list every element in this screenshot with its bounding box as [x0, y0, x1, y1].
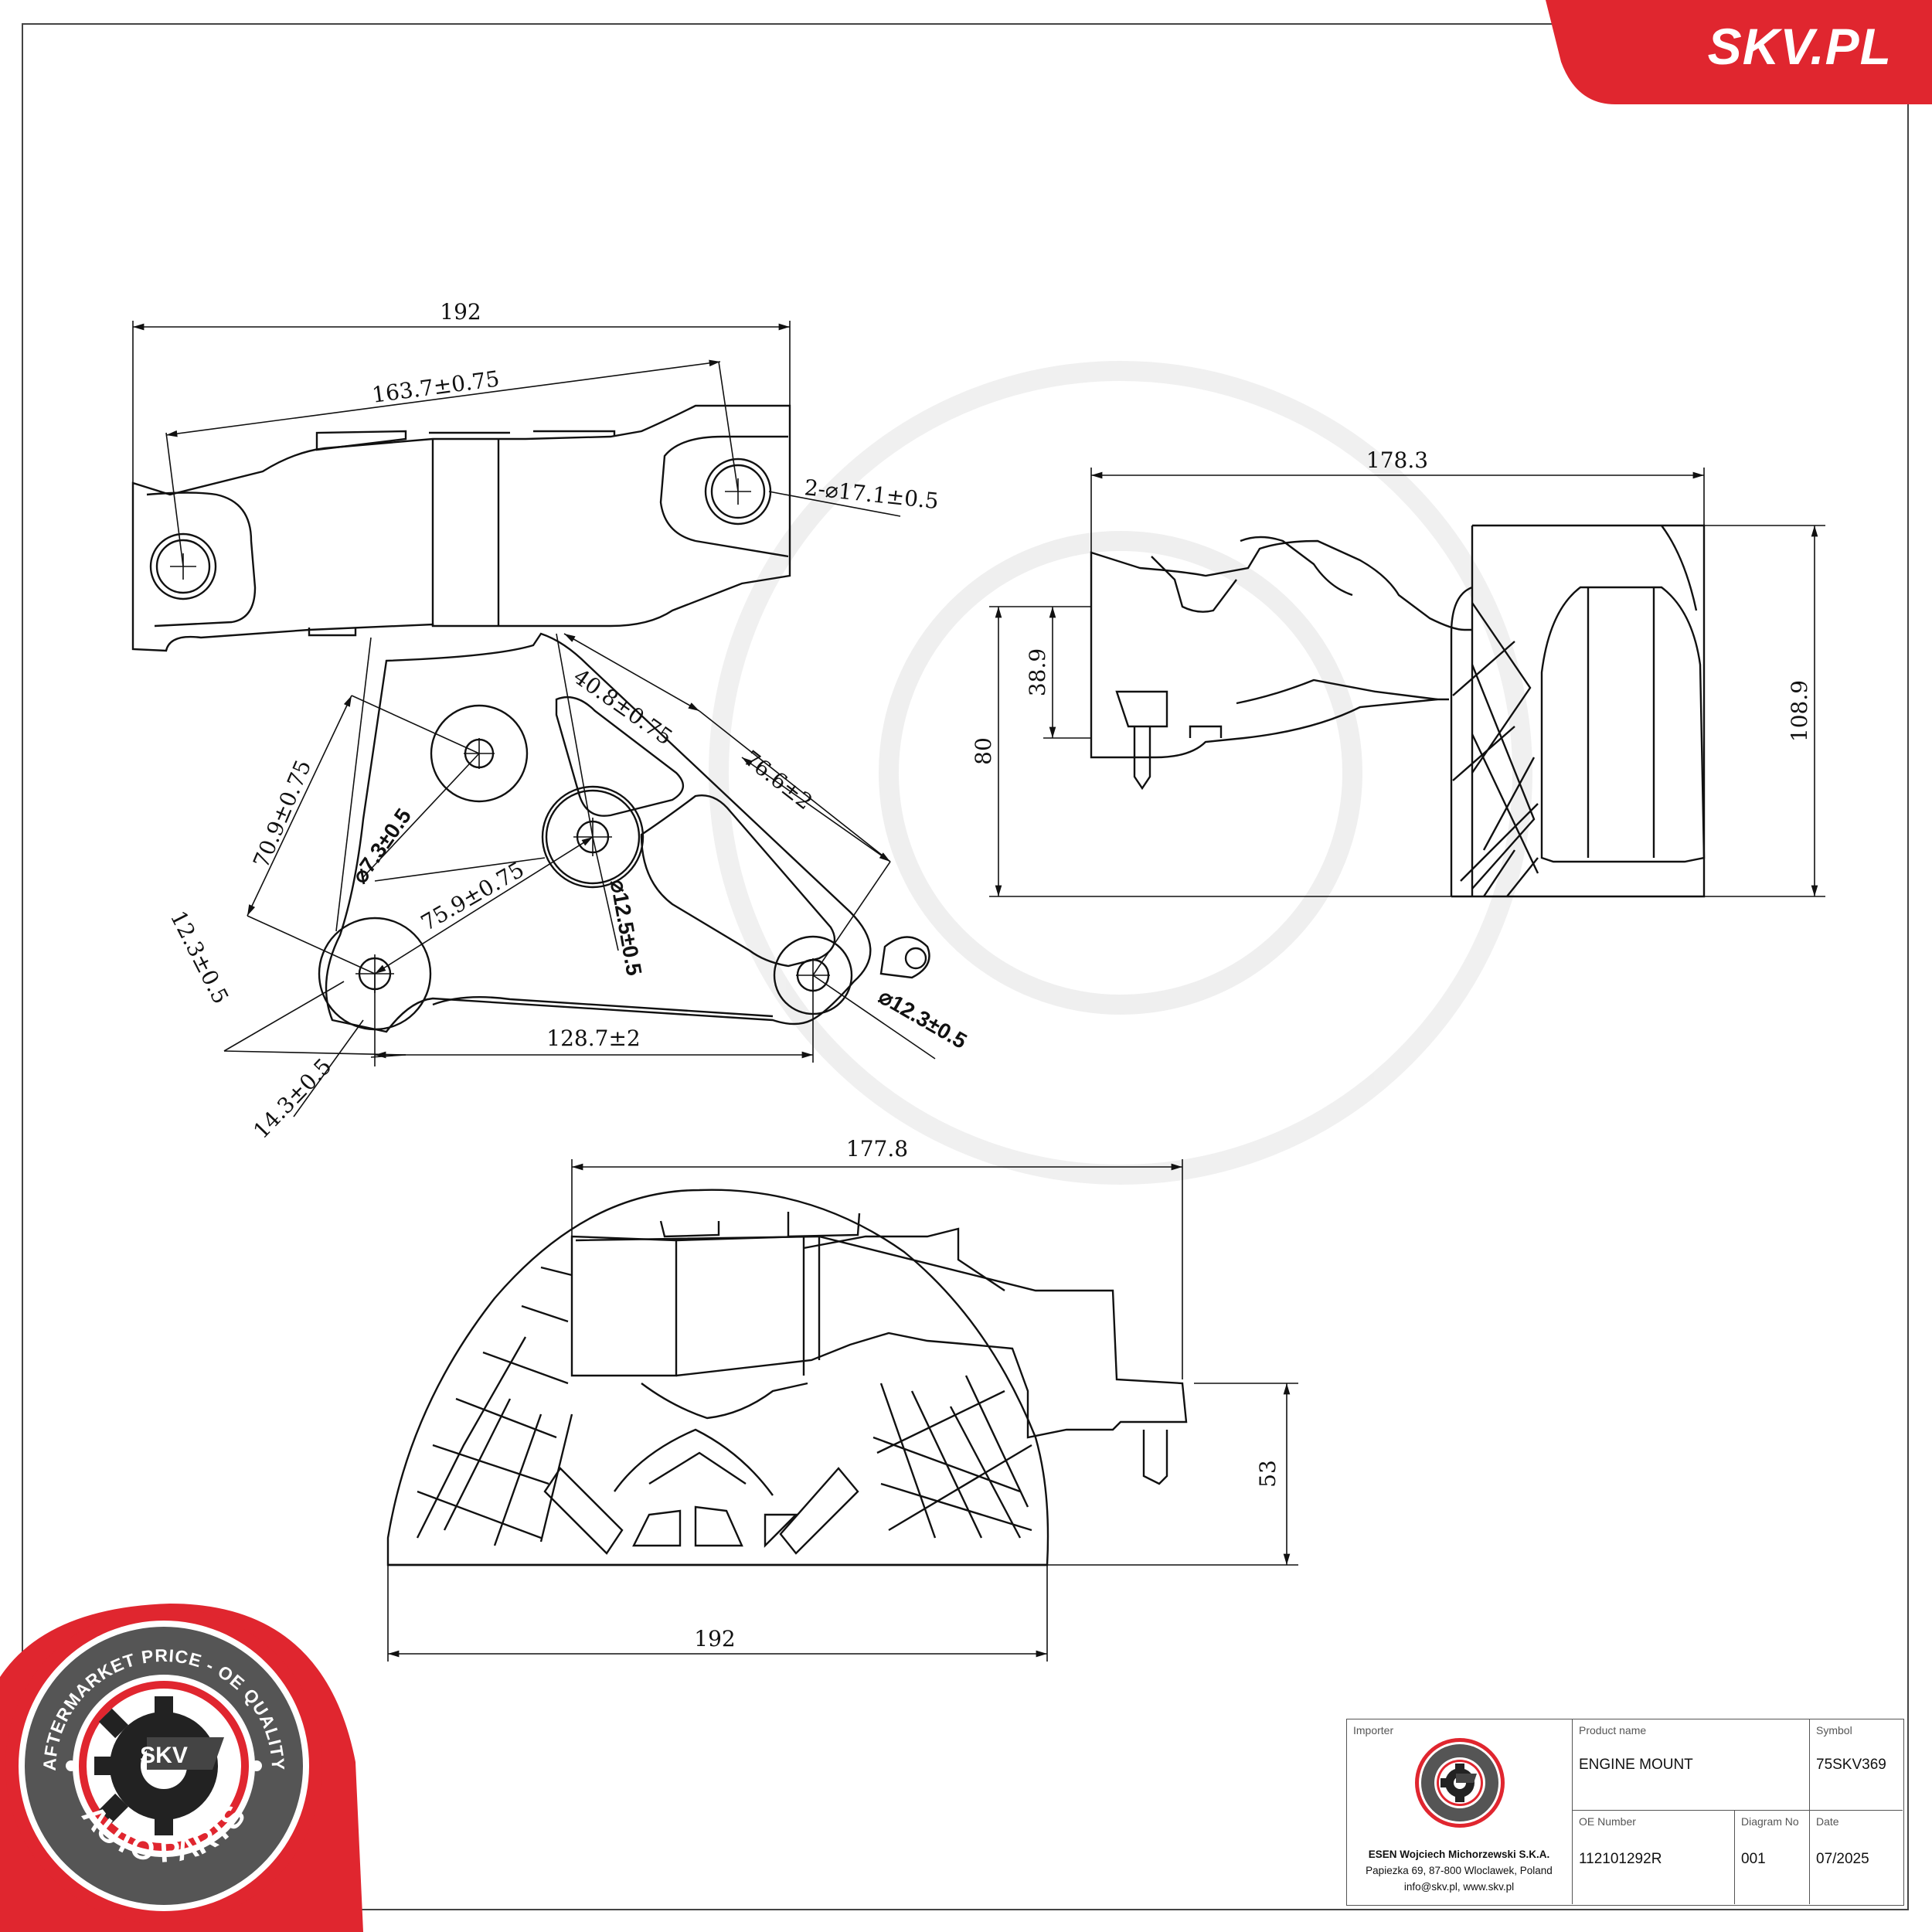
- title-block: Importer ESEN Wojciech Michorzewski S.K.…: [1346, 1719, 1904, 1906]
- dim-bracket-d: 75.9±0.75: [417, 856, 529, 936]
- bracket-dimensions: [223, 633, 936, 1117]
- oe-number-label: OE Number: [1579, 1815, 1636, 1828]
- date-label: Date: [1816, 1815, 1839, 1828]
- dim-front-top-width: 177.8: [846, 1136, 908, 1162]
- dim-top-hole-spacing: 163.7±0.75: [370, 366, 501, 407]
- product-name-label: Product name: [1579, 1724, 1647, 1736]
- importer-name: ESEN Wojciech Michorzewski S.K.A.: [1368, 1849, 1550, 1860]
- importer-contact: info@skv.pl, www.skv.pl: [1403, 1881, 1515, 1893]
- front-view-dimensions: [387, 1159, 1298, 1662]
- dim-bracket-f: 128.7±2: [546, 1026, 640, 1051]
- dim-bracket-hole-small: ⌀7.3±0.5: [348, 804, 417, 887]
- dim-side-stud-height: 38.9: [1025, 648, 1050, 696]
- importer-info: ESEN Wojciech Michorzewski S.K.A. Papiez…: [1347, 1846, 1571, 1895]
- dim-bracket-a: 40.8±0.75: [569, 664, 677, 750]
- dim-bracket-b: 76.6±2: [739, 746, 818, 815]
- side-view: [1090, 524, 1706, 898]
- dim-side-width: 178.3: [1366, 447, 1428, 473]
- dim-bracket-hole-center: ⌀12.5±0.5: [606, 878, 646, 978]
- product-name-value: ENGINE MOUNT: [1579, 1757, 1693, 1773]
- symbol-label: Symbol: [1816, 1724, 1852, 1736]
- brand-corner: SKV.PL: [1546, 0, 1932, 104]
- importer-label: Importer: [1353, 1724, 1394, 1736]
- dim-bracket-hole-right: ⌀12.3±0.5: [875, 984, 971, 1053]
- quality-seal: SKV AFTERMARKET PRICE - OE QUALITY AUTO …: [0, 1604, 363, 1932]
- dim-side-body-height: 80: [971, 737, 996, 765]
- diagram-no-cell: Diagram No 001: [1735, 1811, 1810, 1904]
- importer-address: Papiezka 69, 87-800 Wloclawek, Poland: [1366, 1865, 1553, 1876]
- front-view: [386, 1189, 1188, 1566]
- brand-logo-text: SKV.PL: [1707, 18, 1892, 75]
- dim-front-base-width: 192: [694, 1626, 735, 1651]
- diagram-no-label: Diagram No: [1741, 1815, 1799, 1828]
- side-view-dimensions: [989, 468, 1825, 897]
- dim-side-overall-height: 108.9: [1787, 680, 1812, 742]
- symbol-value: 75SKV369: [1816, 1757, 1886, 1773]
- importer-logo: [1415, 1738, 1505, 1828]
- dim-top-overall-width: 192: [440, 299, 481, 325]
- drawing-frame: [22, 23, 1909, 1910]
- symbol-cell: Symbol 75SKV369: [1810, 1719, 1903, 1811]
- diagram-no-value: 001: [1741, 1851, 1766, 1867]
- top-view: [131, 404, 791, 652]
- dim-bracket-g: 14.3±0.5: [248, 1053, 336, 1144]
- dim-front-height: 53: [1255, 1460, 1281, 1488]
- brand-corner-shape: [1546, 0, 1932, 104]
- oe-number-value: 112101292R: [1579, 1851, 1662, 1867]
- oe-number-cell: OE Number 112101292R: [1573, 1811, 1735, 1904]
- dim-bracket-c: 70.9±0.75: [248, 756, 316, 871]
- dim-bracket-e: 12.3±0.5: [165, 906, 234, 1008]
- importer-cell: Importer ESEN Wojciech Michorzewski S.K.…: [1347, 1719, 1573, 1904]
- date-value: 07/2025: [1816, 1851, 1869, 1867]
- product-name-cell: Product name ENGINE MOUNT: [1573, 1719, 1810, 1811]
- date-cell: Date 07/2025: [1810, 1811, 1903, 1904]
- seal-center-text: SKV: [140, 1743, 188, 1768]
